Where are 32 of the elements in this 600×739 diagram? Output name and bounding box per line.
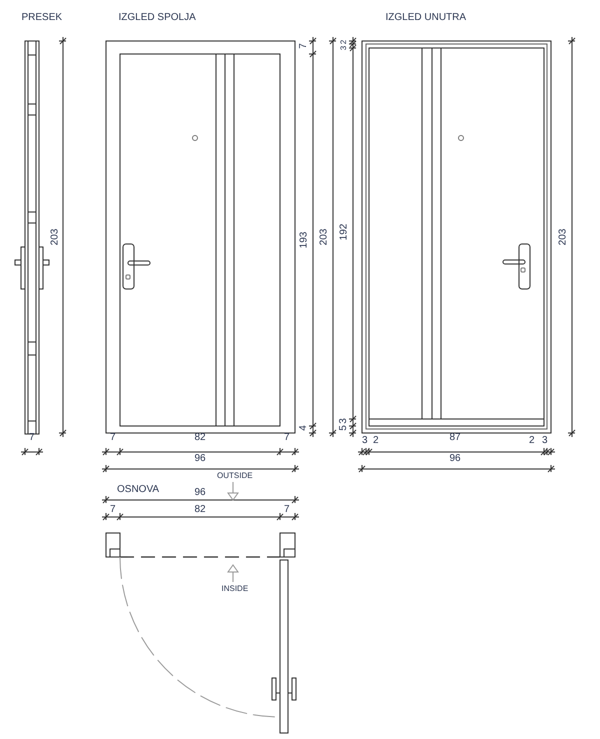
dimension-text: 5 <box>338 425 349 431</box>
dimension-text: 7 <box>284 505 290 515</box>
dimension-text: 203 <box>558 228 568 246</box>
dimension-text: 3 <box>362 436 368 446</box>
dimension-text: 7 <box>284 433 290 443</box>
dimension-text: 96 <box>194 454 206 464</box>
dimension-text: 3 <box>542 436 548 446</box>
dimension-text: 2 <box>373 436 379 446</box>
dimension-text: 82 <box>194 505 206 515</box>
dimension-text: 96 <box>450 454 461 464</box>
dimension-text: 87 <box>450 433 461 443</box>
direction-label: OUTSIDE <box>217 472 253 480</box>
view-title: PRESEK <box>22 13 62 23</box>
dimension-text: 4 <box>298 425 309 431</box>
dimension-text: 2 <box>529 436 535 446</box>
view-title: OSNOVA <box>117 485 160 495</box>
dimension-text: 192 <box>338 224 349 240</box>
dimension-text: 203 <box>50 228 60 246</box>
dimension-text: 2 <box>340 40 348 44</box>
dimension-text: 7 <box>29 433 35 443</box>
direction-label: INSIDE <box>222 585 248 593</box>
dimension-text: 7 <box>110 433 116 443</box>
dimension-text: 203 <box>318 228 329 246</box>
view-title: IZGLED SPOLJA <box>118 13 196 23</box>
dimension-text: 7 <box>110 505 116 515</box>
view-title: IZGLED UNUTRA <box>386 13 466 23</box>
dimension-text: 7 <box>298 43 309 49</box>
dimension-text: 3 <box>340 46 348 50</box>
dimension-text: 96 <box>194 488 206 498</box>
dimension-text: 82 <box>194 433 206 443</box>
dimension-text: 193 <box>298 232 309 248</box>
dimension-text: 3 <box>338 418 349 424</box>
